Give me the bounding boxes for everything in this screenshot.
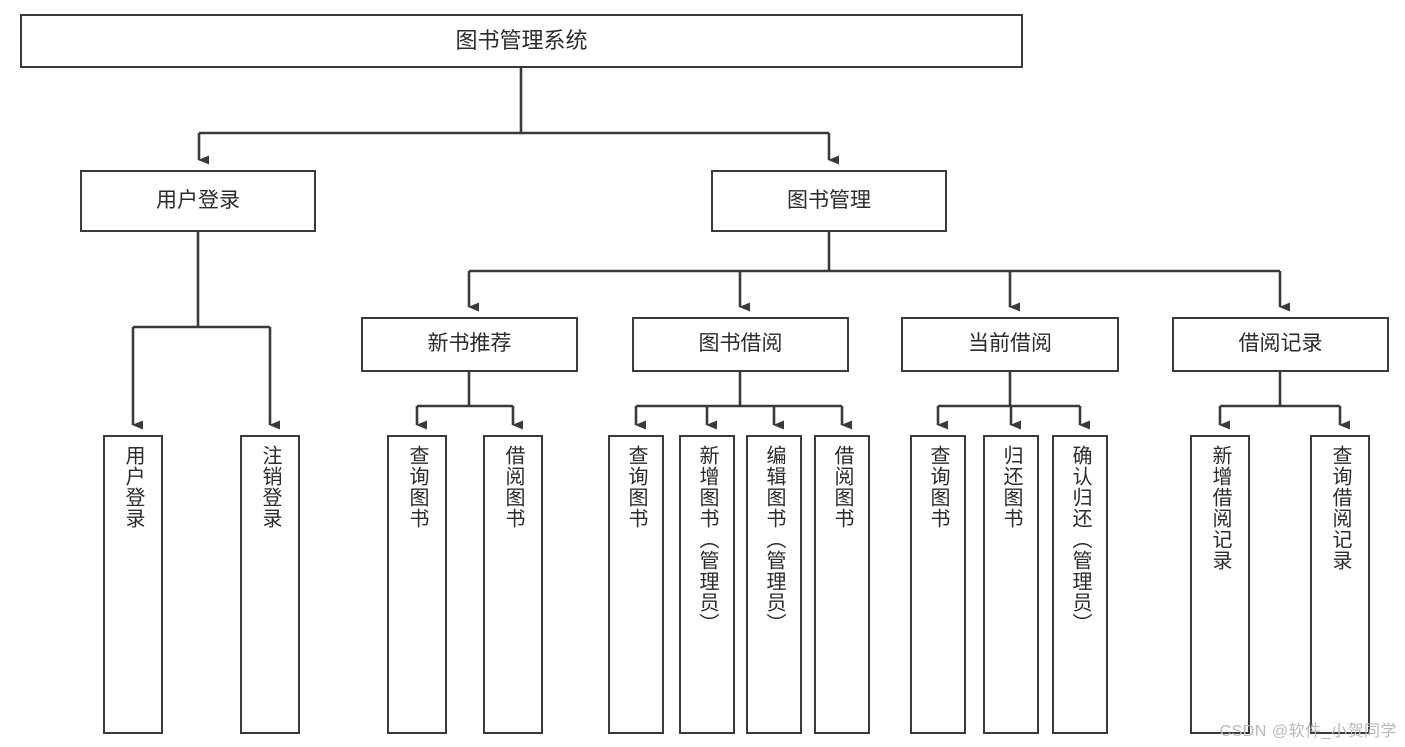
- leaf-bb-borrow-book[interactable]: 借阅图书: [814, 435, 870, 734]
- leaf-cb-return-book[interactable]: 归还图书: [983, 435, 1039, 734]
- node-book-borrow[interactable]: 图书借阅: [632, 317, 849, 372]
- node-new-book-recommend[interactable]: 新书推荐: [361, 317, 578, 372]
- csdn-watermark: CSDN @软件_小贺同学: [1219, 723, 1397, 740]
- leaf-bb-add-book[interactable]: 新增图书（管理员）: [679, 435, 735, 734]
- leaf-br-add-record[interactable]: 新增借阅记录: [1190, 435, 1250, 734]
- node-label: 新增图书（管理员）: [696, 445, 718, 634]
- node-root-book-management-system[interactable]: 图书管理系统: [20, 14, 1023, 68]
- node-label: 新增借阅记录: [1209, 445, 1231, 571]
- node-book-management[interactable]: 图书管理: [711, 170, 947, 232]
- leaf-user-login[interactable]: 用户登录: [103, 435, 163, 734]
- node-label: 用户登录: [156, 188, 240, 212]
- node-label: 借阅图书: [502, 445, 524, 529]
- leaf-cb-query-book[interactable]: 查询图书: [910, 435, 966, 734]
- node-label: 用户登录: [122, 445, 144, 529]
- leaf-nbr-query-book[interactable]: 查询图书: [387, 435, 447, 734]
- leaf-nbr-borrow-book[interactable]: 借阅图书: [483, 435, 543, 734]
- node-borrow-record[interactable]: 借阅记录: [1172, 317, 1389, 372]
- node-label: 图书管理系统: [455, 28, 588, 54]
- node-label: 新书推荐: [427, 332, 512, 356]
- node-label: 确认归还（管理员）: [1069, 445, 1091, 634]
- node-label: 查询图书: [406, 445, 428, 529]
- node-current-borrow[interactable]: 当前借阅: [901, 317, 1119, 372]
- node-label: 借阅记录: [1238, 332, 1323, 356]
- leaf-br-query-record[interactable]: 查询借阅记录: [1310, 435, 1370, 734]
- leaf-bb-edit-book[interactable]: 编辑图书（管理员）: [746, 435, 802, 734]
- leaf-cb-confirm-return[interactable]: 确认归还（管理员）: [1052, 435, 1108, 734]
- node-label: 借阅图书: [831, 445, 853, 529]
- node-label: 注销登录: [259, 445, 281, 529]
- node-label: 查询图书: [927, 445, 949, 529]
- node-label: 归还图书: [1000, 445, 1022, 529]
- leaf-bb-query-book[interactable]: 查询图书: [608, 435, 664, 734]
- node-label: 查询借阅记录: [1329, 445, 1351, 571]
- node-label: 图书借阅: [698, 332, 783, 356]
- node-label: 当前借阅: [968, 332, 1052, 356]
- node-label: 图书管理: [787, 188, 871, 212]
- leaf-logout[interactable]: 注销登录: [240, 435, 300, 734]
- node-user-login[interactable]: 用户登录: [80, 170, 316, 232]
- node-label: 编辑图书（管理员）: [763, 445, 785, 634]
- node-label: 查询图书: [625, 445, 647, 529]
